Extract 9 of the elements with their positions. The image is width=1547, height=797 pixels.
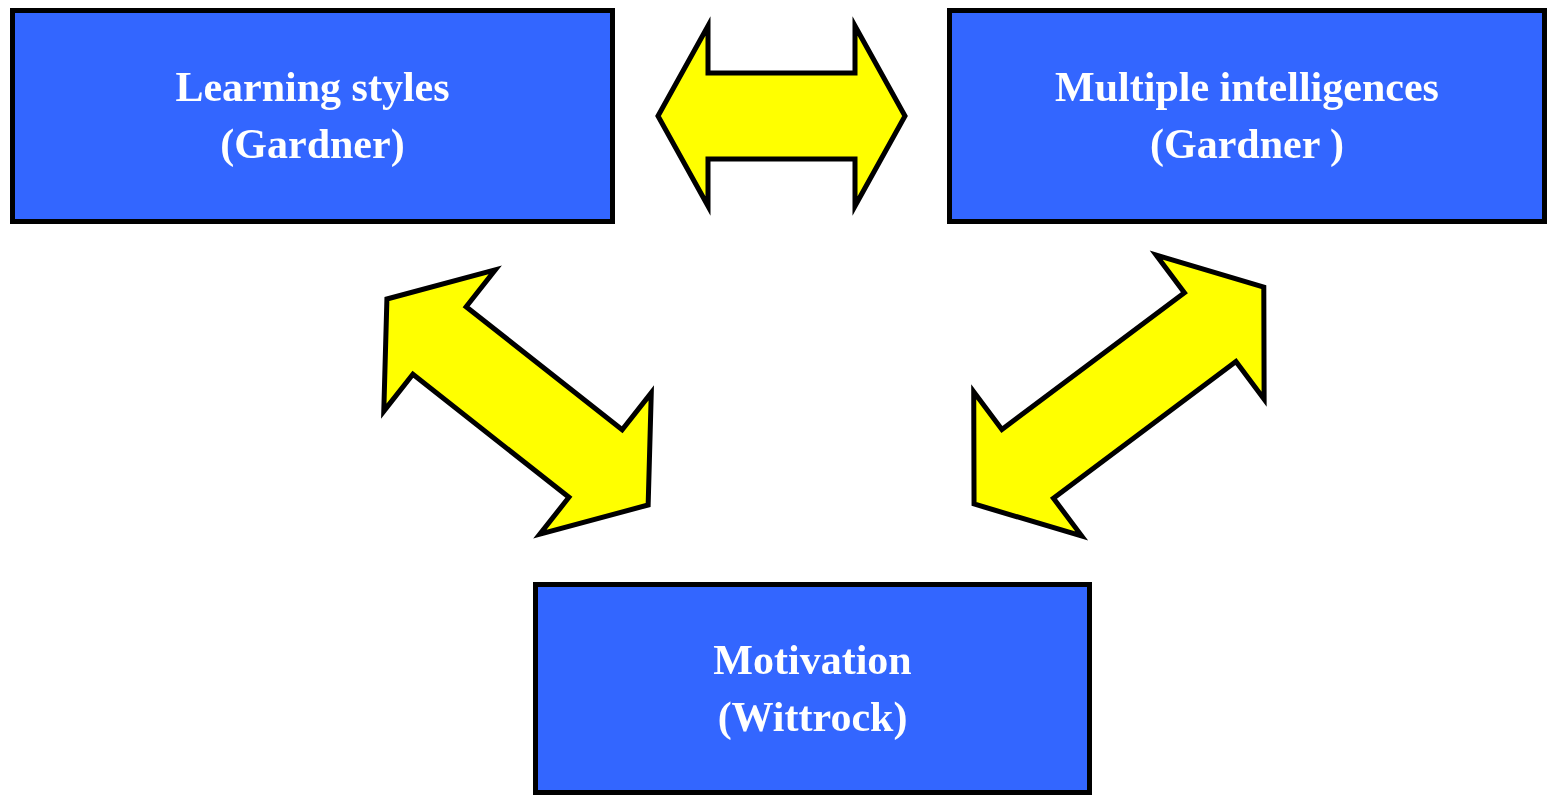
concept-box (533, 582, 1092, 795)
concept-box (10, 8, 615, 224)
concept-box (947, 8, 1547, 224)
concept-label: Multiple intelligences (Gardner ) (1054, 63, 1440, 169)
double-headed-block-arrow (971, 250, 1267, 541)
concept-label: Motivation (Wittrock) (712, 635, 913, 742)
double-headed-block-arrow (655, 16, 908, 216)
double-headed-block-arrow (381, 265, 654, 539)
concept-label: Learning styles (Gardner) (174, 63, 451, 169)
